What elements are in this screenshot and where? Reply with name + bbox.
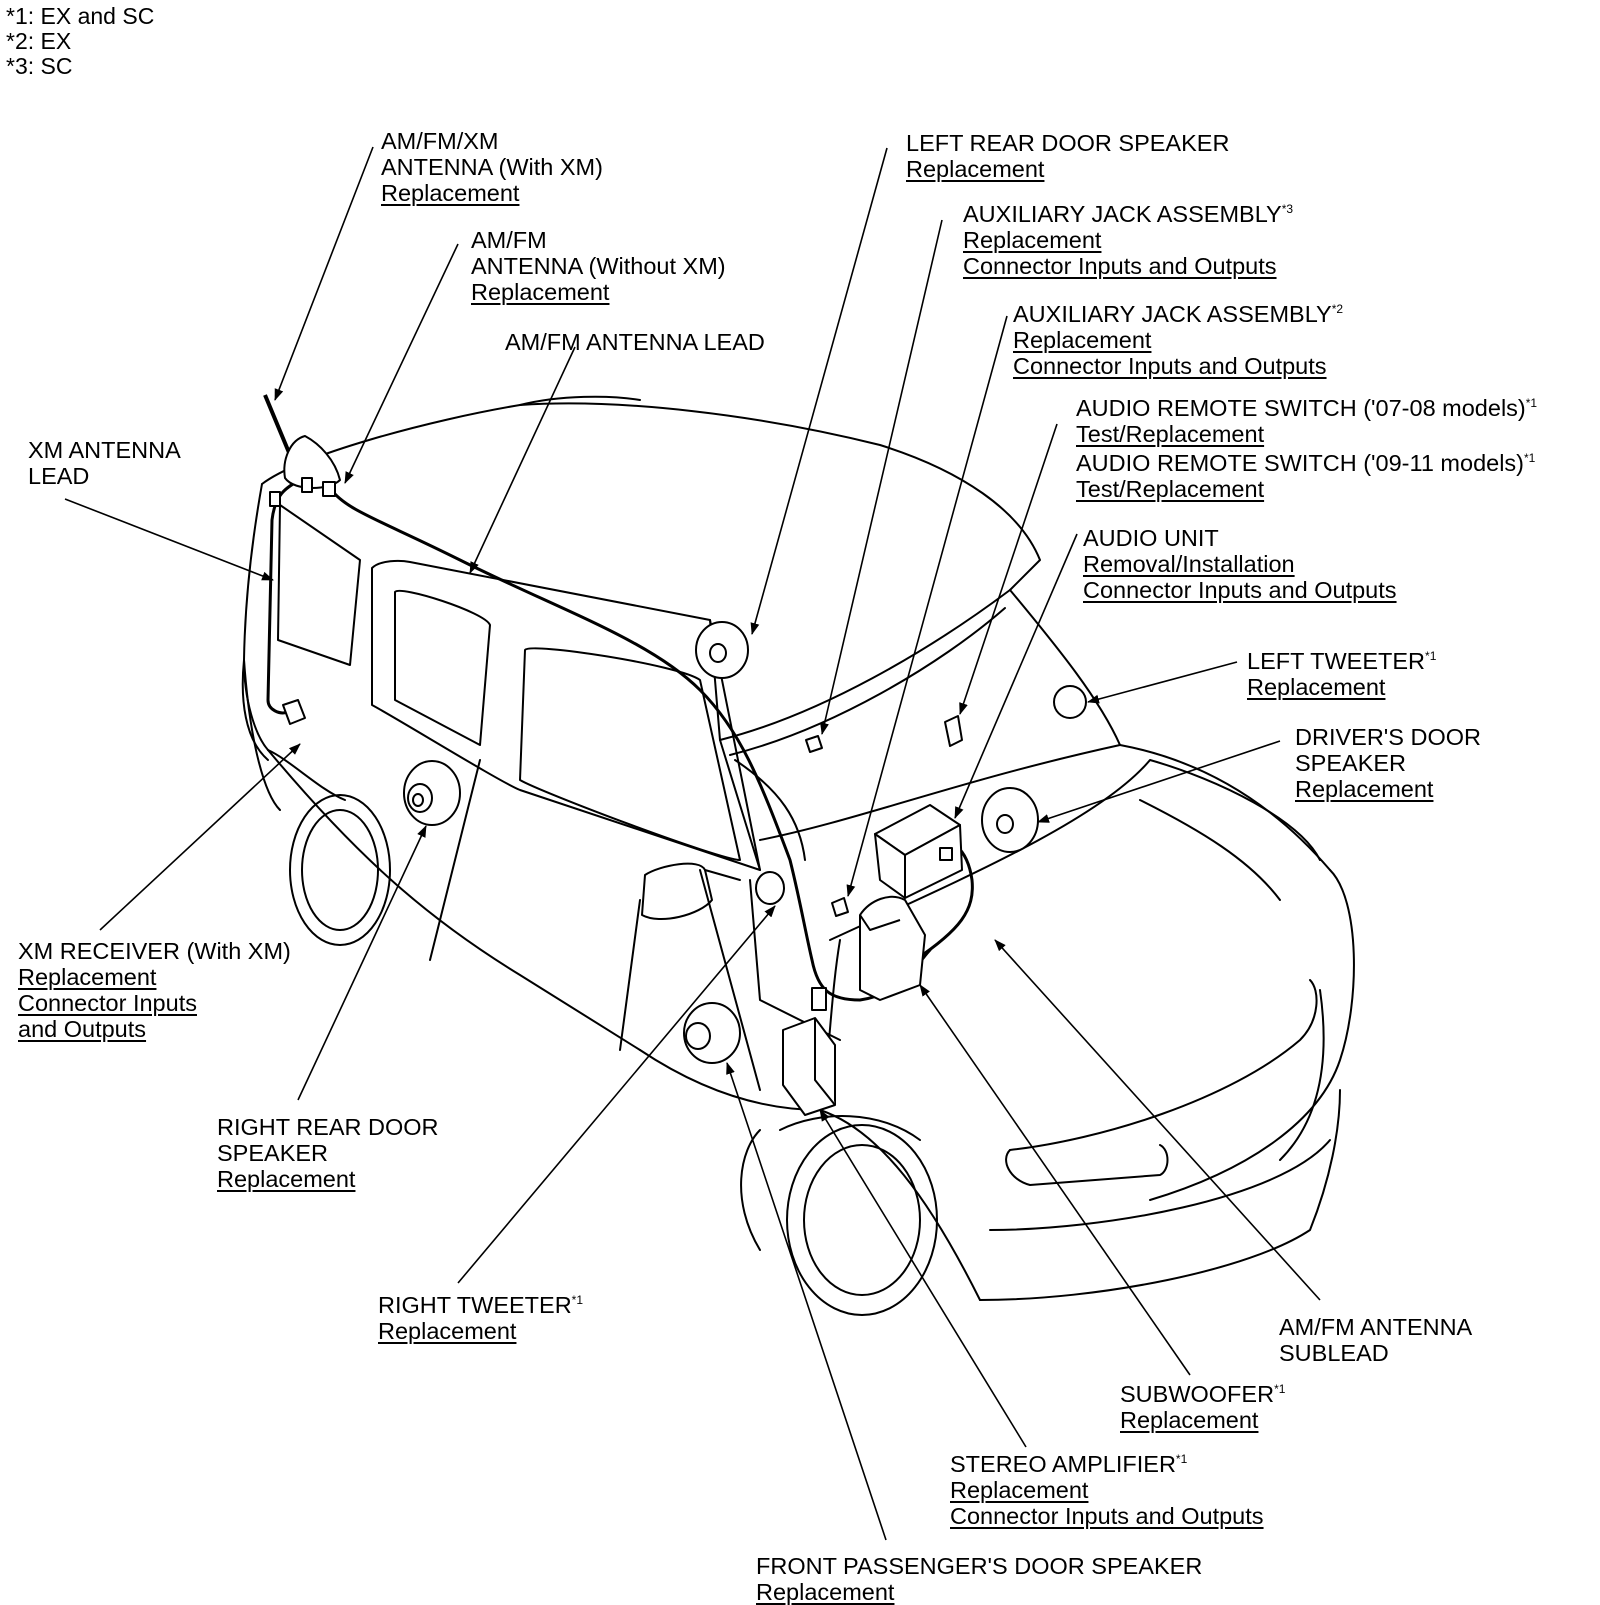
callout-title: AUXILIARY JACK ASSEMBLY bbox=[963, 201, 1282, 227]
callout-title: SPEAKER bbox=[217, 1140, 329, 1166]
footnote-ref: *1 bbox=[1524, 451, 1536, 465]
callout-title: AUXILIARY JACK ASSEMBLY bbox=[1013, 301, 1332, 327]
callout-right-tweeter: RIGHT TWEETER*1 Replacement bbox=[378, 1292, 583, 1344]
connector-inputs-outputs-link[interactable]: Connector Inputs and Outputs bbox=[950, 1503, 1264, 1529]
footnote-ref: *1 bbox=[571, 1293, 584, 1307]
footnote-1: *1: EX and SC bbox=[6, 3, 155, 29]
callout-xm-receiver: XM RECEIVER (With XM) Replacement Connec… bbox=[18, 938, 291, 1042]
callout-left-rear-door-speaker: LEFT REAR DOOR SPEAKER Replacement bbox=[906, 130, 1229, 182]
footnote-legend: *1: EX and SC *2: EX *3: SC bbox=[6, 4, 154, 79]
footnote-ref: *1 bbox=[1525, 396, 1538, 410]
replacement-link[interactable]: Replacement bbox=[1247, 674, 1386, 700]
callout-title: AUDIO REMOTE SWITCH ('07-08 models) bbox=[1076, 395, 1526, 421]
connector-inputs-outputs-link[interactable]: Connector Inputs and Outputs bbox=[963, 253, 1277, 279]
aux-jack-sc-unit bbox=[805, 735, 823, 753]
right-tweeter-unit bbox=[755, 871, 785, 905]
xm-receiver-unit bbox=[282, 699, 306, 725]
callout-title: SPEAKER bbox=[1295, 750, 1407, 776]
callout-subwoofer: SUBWOOFER*1 Replacement bbox=[1120, 1381, 1285, 1433]
replacement-link[interactable]: Replacement bbox=[471, 279, 610, 305]
components bbox=[263, 394, 1087, 1116]
connector-inputs-outputs-link[interactable]: and Outputs bbox=[18, 1016, 147, 1042]
leader-lines bbox=[64, 146, 1321, 1541]
callout-title: AM/FM bbox=[471, 227, 547, 253]
callout-title: DRIVER'S DOOR bbox=[1295, 724, 1481, 750]
footnote-3: *3: SC bbox=[6, 53, 73, 79]
callout-title: FRONT PASSENGER'S DOOR SPEAKER bbox=[756, 1553, 1203, 1579]
callout-title: XM ANTENNA bbox=[28, 437, 181, 463]
callout-xm-antenna-lead: XM ANTENNA LEAD bbox=[28, 437, 181, 489]
footnote-ref: *1 bbox=[1274, 1382, 1286, 1396]
callout-title: AUDIO UNIT bbox=[1083, 525, 1219, 551]
replacement-link[interactable]: Replacement bbox=[963, 227, 1102, 253]
drivers-door-speaker-unit bbox=[981, 787, 1039, 853]
callout-title: ANTENNA (With XM) bbox=[381, 154, 603, 180]
callout-title: STEREO AMPLIFIER bbox=[950, 1451, 1176, 1477]
callout-audio-remote-switch-0708: AUDIO REMOTE SWITCH ('07-08 models)*1 Te… bbox=[1076, 395, 1537, 447]
callout-title: XM RECEIVER (With XM) bbox=[18, 938, 291, 964]
callout-amfm-antenna-lead: AM/FM ANTENNA LEAD bbox=[505, 329, 765, 355]
wiring-connector bbox=[811, 987, 827, 1011]
left-tweeter-unit bbox=[1053, 685, 1087, 719]
footnote-2: *2: EX bbox=[6, 28, 72, 54]
callout-amfm-antenna-sublead: AM/FM ANTENNA SUBLEAD bbox=[1279, 1314, 1472, 1366]
replacement-link[interactable]: Replacement bbox=[217, 1166, 356, 1192]
replacement-link[interactable]: Replacement bbox=[756, 1579, 895, 1605]
callout-title: LEFT REAR DOOR SPEAKER bbox=[906, 130, 1230, 156]
callout-stereo-amplifier: STEREO AMPLIFIER*1 Replacement Connector… bbox=[950, 1451, 1264, 1529]
roof-antenna bbox=[263, 394, 341, 507]
replacement-link[interactable]: Replacement bbox=[906, 156, 1045, 182]
replacement-link[interactable]: Replacement bbox=[378, 1318, 517, 1344]
callout-amfmxm-antenna: AM/FM/XM ANTENNA (With XM) Replacement bbox=[381, 128, 603, 206]
subwoofer-box bbox=[859, 895, 926, 1001]
audio-unit-box bbox=[874, 804, 963, 899]
footnote-ref: *1 bbox=[1175, 1452, 1188, 1466]
connector-inputs-outputs-link[interactable]: Connector Inputs and Outputs bbox=[1083, 577, 1397, 603]
footnote-ref: *2 bbox=[1331, 302, 1344, 316]
callout-title: AM/FM/XM bbox=[381, 128, 499, 154]
callout-title: AM/FM ANTENNA bbox=[1279, 1314, 1473, 1340]
callout-title: SUBLEAD bbox=[1279, 1340, 1389, 1366]
callout-amfm-antenna: AM/FM ANTENNA (Without XM) Replacement bbox=[471, 227, 726, 305]
vehicle-outline bbox=[241, 395, 1355, 1316]
footnote-ref: *3 bbox=[1281, 202, 1294, 216]
callout-title: ANTENNA (Without XM) bbox=[471, 253, 726, 279]
removal-installation-link[interactable]: Removal/Installation bbox=[1083, 551, 1295, 577]
footnote-ref: *1 bbox=[1425, 649, 1437, 663]
callout-title: LEFT TWEETER bbox=[1247, 648, 1426, 674]
callout-audio-unit: AUDIO UNIT Removal/Installation Connecto… bbox=[1083, 525, 1397, 603]
callout-title: RIGHT TWEETER bbox=[378, 1292, 572, 1318]
audio-remote-switch-unit bbox=[944, 715, 963, 747]
replacement-link[interactable]: Replacement bbox=[1013, 327, 1152, 353]
callout-title: AUDIO REMOTE SWITCH ('09-11 models) bbox=[1076, 450, 1525, 476]
replacement-link[interactable]: Replacement bbox=[1295, 776, 1434, 802]
callout-title: AM/FM ANTENNA LEAD bbox=[505, 329, 765, 355]
callout-audio-remote-switch-0911: AUDIO REMOTE SWITCH ('09-11 models)*1 Te… bbox=[1076, 450, 1535, 502]
callout-right-rear-door-speaker: RIGHT REAR DOOR SPEAKER Replacement bbox=[217, 1114, 439, 1192]
replacement-link[interactable]: Replacement bbox=[381, 180, 520, 206]
callout-drivers-door-speaker: DRIVER'S DOOR SPEAKER Replacement bbox=[1295, 724, 1481, 802]
callout-title: SUBWOOFER bbox=[1120, 1381, 1275, 1407]
front-passenger-speaker-unit bbox=[683, 1002, 741, 1064]
left-rear-speaker-unit bbox=[695, 621, 749, 679]
test-replacement-link[interactable]: Test/Replacement bbox=[1076, 421, 1265, 447]
callout-front-passenger-door-speaker: FRONT PASSENGER'S DOOR SPEAKER Replaceme… bbox=[756, 1553, 1202, 1605]
callout-title: LEAD bbox=[28, 463, 90, 489]
right-rear-speaker-unit bbox=[403, 760, 461, 826]
replacement-link[interactable]: Replacement bbox=[18, 964, 157, 990]
callout-left-tweeter: LEFT TWEETER*1 Replacement bbox=[1247, 648, 1436, 700]
replacement-link[interactable]: Replacement bbox=[950, 1477, 1089, 1503]
test-replacement-link[interactable]: Test/Replacement bbox=[1076, 476, 1265, 502]
stereo-amplifier-box bbox=[782, 1017, 836, 1116]
connector-inputs-outputs-link[interactable]: Connector Inputs and Outputs bbox=[1013, 353, 1327, 379]
callout-aux-jack-ex: AUXILIARY JACK ASSEMBLY*2 Replacement Co… bbox=[1013, 301, 1343, 379]
callout-title: RIGHT REAR DOOR bbox=[217, 1114, 439, 1140]
connector-inputs-outputs-link[interactable]: Connector Inputs bbox=[18, 990, 197, 1016]
aux-jack-ex-unit bbox=[831, 897, 849, 917]
replacement-link[interactable]: Replacement bbox=[1120, 1407, 1259, 1433]
callout-aux-jack-sc: AUXILIARY JACK ASSEMBLY*3 Replacement Co… bbox=[963, 201, 1293, 279]
